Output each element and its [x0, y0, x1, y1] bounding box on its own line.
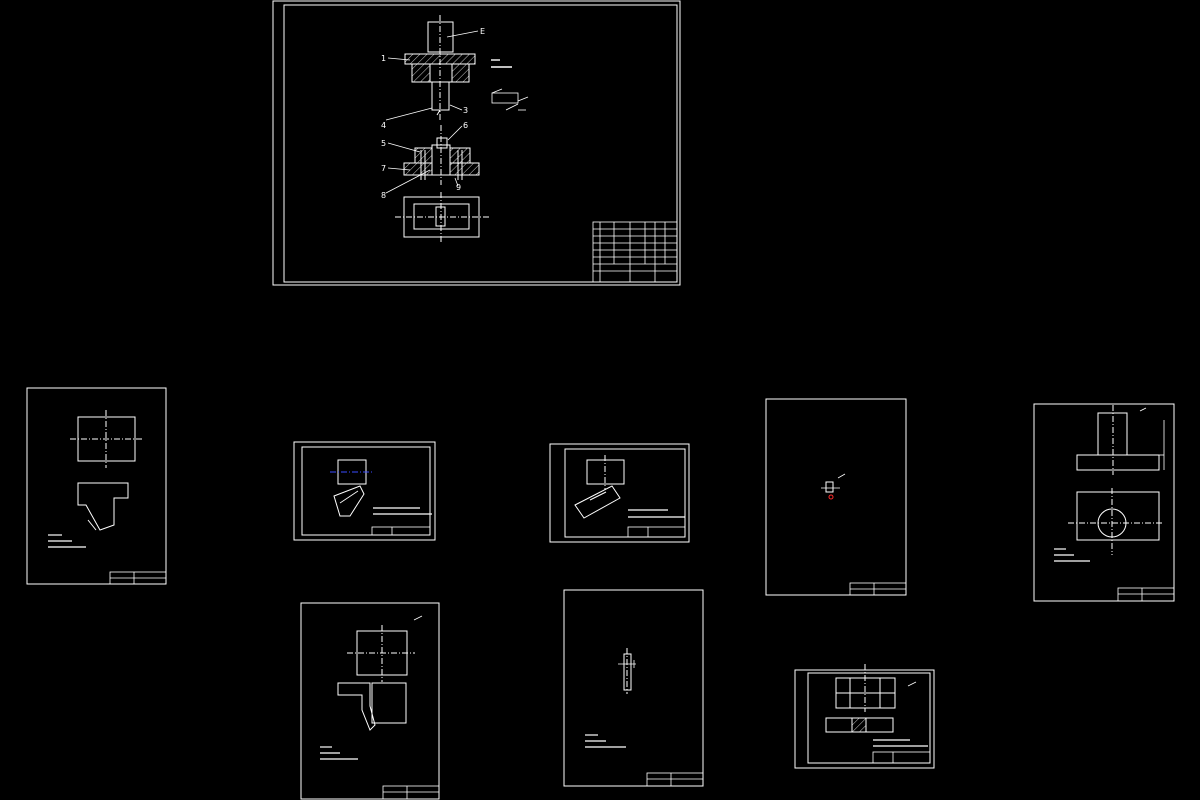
part-sheet-b[interactable]: [293, 441, 436, 541]
label-part-e: E: [480, 27, 485, 36]
part-sheet-d[interactable]: [765, 398, 907, 596]
part-sheet-h[interactable]: [794, 664, 935, 769]
lower-die-assembly: [403, 125, 480, 185]
label-part-9: 9: [456, 183, 461, 192]
part-number-labels: E 1 3 4 5 6 7 8 9: [381, 27, 485, 200]
part-sheet-f[interactable]: [300, 602, 440, 800]
part-sheet-c[interactable]: [549, 443, 690, 543]
label-part-6: 6: [463, 121, 468, 130]
label-part-8: 8: [381, 191, 386, 200]
label-part-4: 4: [381, 121, 386, 130]
part-sheet-a[interactable]: [26, 387, 167, 585]
assembly-drawing-sheet[interactable]: [272, 0, 681, 286]
technical-notes-glyphs: [491, 59, 512, 68]
label-part-3: 3: [463, 106, 468, 115]
workpiece-sketch: [491, 88, 529, 111]
die-plan-view: [395, 192, 490, 242]
upper-punch-assembly: [404, 15, 476, 120]
label-part-1: 1: [381, 54, 386, 63]
title-block: [592, 221, 678, 283]
part-sheet-g[interactable]: [563, 589, 704, 787]
part-leader-lines: [385, 30, 479, 194]
label-part-5: 5: [381, 139, 386, 148]
label-part-7: 7: [381, 164, 386, 173]
part-sheet-e[interactable]: [1033, 403, 1175, 602]
